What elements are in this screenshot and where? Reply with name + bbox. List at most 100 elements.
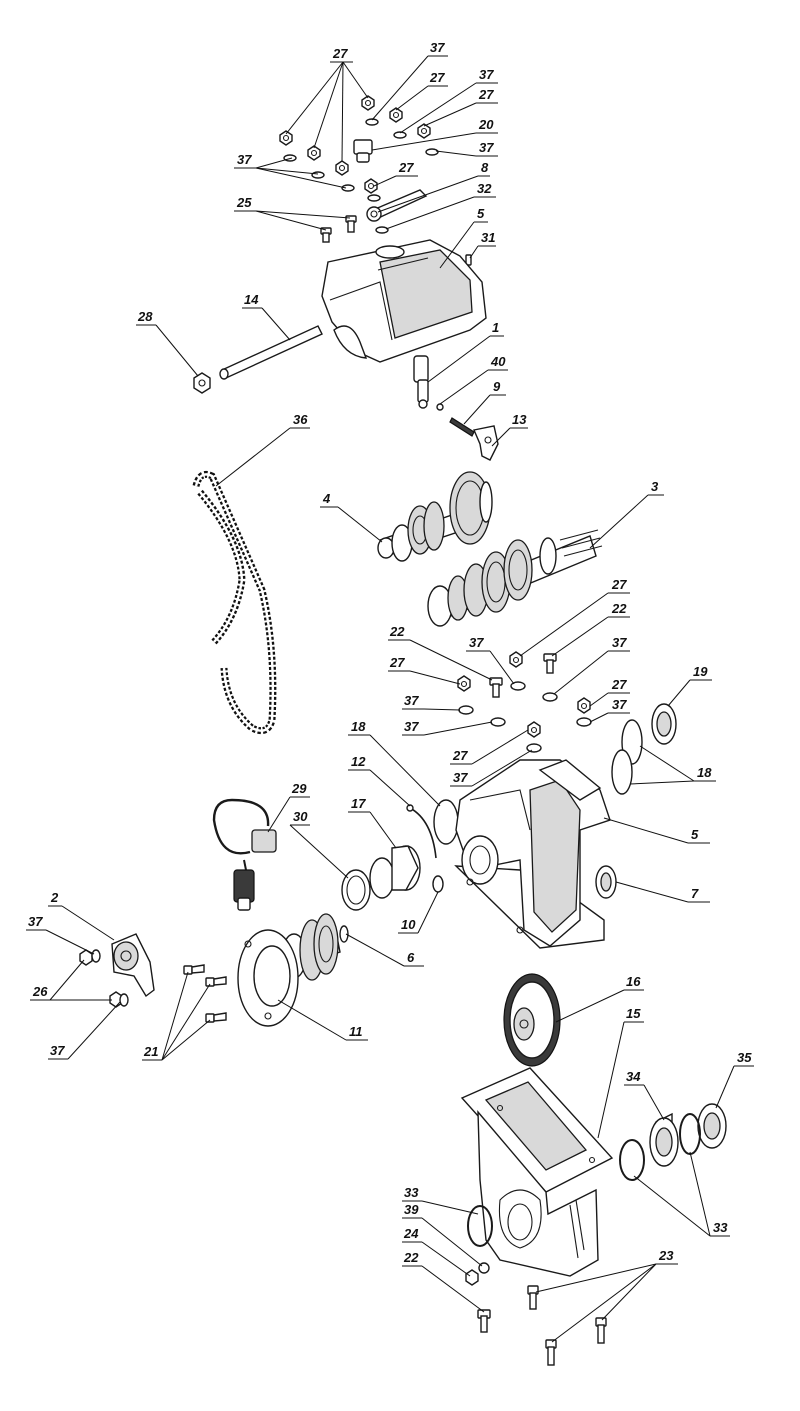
callout-label: 5 [691, 827, 699, 842]
leader-line [409, 670, 461, 685]
bolt-23-a [527, 1285, 539, 1310]
bolt-23-c [595, 1317, 607, 1344]
callout-label: 22 [403, 1250, 419, 1265]
nut-27-i [457, 675, 471, 692]
leader-line [423, 721, 493, 736]
callout-label: 34 [626, 1069, 641, 1084]
leader-line [417, 891, 439, 934]
callout-label: 14 [244, 292, 259, 307]
leader-line [519, 592, 609, 657]
leader-line [155, 324, 199, 377]
shaft-14 [219, 325, 323, 380]
callout-label: 40 [490, 354, 506, 369]
callout-label: 23 [658, 1248, 674, 1263]
leader-line [603, 817, 689, 844]
callout-label: 8 [481, 160, 489, 175]
callout-label: 35 [737, 1050, 752, 1065]
callout-label: 24 [403, 1226, 419, 1241]
leader-line [342, 61, 369, 99]
callout-label: 13 [512, 412, 527, 427]
nut-27-a [279, 130, 293, 146]
shaft-4 [377, 471, 493, 562]
leader-line [633, 1175, 711, 1237]
leader-line [255, 210, 351, 219]
washer-37-e [341, 184, 355, 192]
mid-fasteners [457, 651, 592, 753]
washer-37-l [576, 717, 592, 727]
sprocket-16 [503, 973, 561, 1067]
washer-37-b [393, 131, 407, 139]
callout-label: 2 [50, 890, 59, 905]
leader-line [61, 905, 115, 941]
callout-label: 27 [398, 160, 414, 175]
callout-label: 15 [626, 1006, 641, 1021]
ring-17 [369, 845, 421, 899]
leader-line [421, 1265, 485, 1313]
leader-line [161, 983, 211, 1061]
bolt-25-a [320, 227, 332, 243]
washer-37-k [490, 717, 506, 727]
leader-line [589, 692, 609, 707]
callout-label: 25 [236, 195, 252, 210]
callout-label: 39 [404, 1202, 419, 1217]
chain-36 [192, 470, 277, 735]
leader-line [369, 811, 397, 849]
leader-line [421, 1217, 483, 1267]
leader-line [427, 335, 491, 383]
leader-line [551, 1263, 657, 1343]
washer-37-g [367, 194, 381, 202]
bolt-21-a [183, 964, 205, 975]
callout-label: 17 [351, 796, 366, 811]
leader-line [261, 307, 291, 341]
leader-line [49, 959, 85, 1001]
callout-label: 36 [293, 412, 308, 427]
leader-line [423, 102, 477, 127]
callout-label: 11 [349, 1024, 363, 1039]
washer-37-d [311, 171, 325, 179]
leader-line [489, 650, 515, 685]
bolt-21-b [205, 976, 227, 987]
callout-label: 37 [479, 140, 494, 155]
ring-30 [341, 869, 371, 911]
leader-line [161, 971, 189, 1061]
lower-housing-15 [460, 1067, 614, 1277]
leader-line [639, 745, 695, 782]
callout-label: 37 [612, 635, 627, 650]
callout-label: 5 [477, 206, 485, 221]
callout-label: 37 [28, 914, 43, 929]
leader-line [255, 167, 347, 189]
nut-27-b [307, 145, 321, 161]
callout-labels: 27 37 27 37 27 20 37 37 27 8 32 25 5 31 … [28, 40, 752, 1265]
callout-label: 27 [429, 70, 445, 85]
callout-label: 33 [404, 1185, 419, 1200]
leader-line [373, 175, 397, 187]
ring-18-b [611, 749, 633, 795]
callout-label: 29 [291, 781, 307, 796]
callout-label: 27 [452, 748, 468, 763]
callout-label: 37 [430, 40, 445, 55]
leader-line [369, 734, 441, 807]
circlip-33-a [679, 1113, 701, 1155]
top-housing-cover [321, 239, 487, 363]
callout-label: 20 [478, 117, 494, 132]
leader-line [285, 61, 344, 135]
callout-label: 27 [478, 87, 494, 102]
washer-37-h [510, 681, 526, 691]
callout-label: 27 [389, 655, 405, 670]
leader-line [601, 1263, 657, 1321]
tensioner-2 [111, 933, 155, 998]
callout-label: 37 [404, 719, 419, 734]
callout-label: 37 [404, 693, 419, 708]
leader-line [463, 394, 491, 425]
leader-line [369, 769, 411, 807]
callout-label: 3 [651, 479, 659, 494]
leader-lines [26, 55, 754, 1343]
callout-label: 28 [137, 309, 153, 324]
washer-37-o [119, 993, 129, 1007]
callout-label: 21 [143, 1044, 158, 1059]
leader-line [421, 1200, 479, 1215]
leader-line [589, 712, 609, 723]
nut-28 [193, 372, 211, 394]
leader-line [341, 61, 344, 163]
leader-line [597, 1021, 625, 1139]
